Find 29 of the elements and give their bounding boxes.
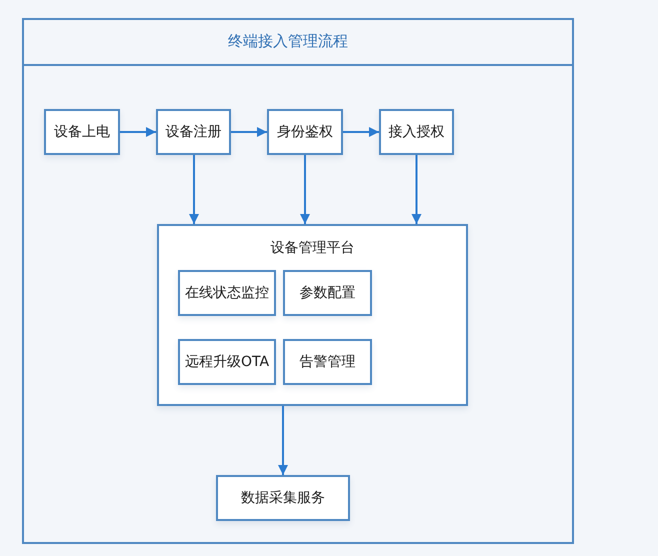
process-box [283,339,372,385]
process-box [44,109,120,155]
box-label: 设备上电 [53,123,111,141]
process-box [283,270,372,316]
arrow [120,127,156,137]
process-box [178,270,276,316]
box-label: 告警管理 [298,353,356,371]
process-box [267,109,343,155]
box-label: 接入授权 [388,123,446,141]
box-label: 远程升级OTA [184,353,270,371]
arrow [189,155,199,224]
arrow [412,155,422,224]
box-label: 数据采集服务 [240,489,326,507]
box-label: 在线状态监控 [184,284,270,302]
process-box [178,339,276,385]
box-label: 设备注册 [164,123,222,141]
arrow [343,127,379,137]
frame-panel [22,18,574,544]
box-label: 身份鉴权 [276,123,334,141]
platform-panel [157,224,468,406]
arrow [231,127,267,137]
box-label: 参数配置 [298,284,356,302]
arrow [278,406,288,475]
arrow [300,155,310,224]
process-box [379,109,454,155]
process-box [156,109,231,155]
panel-title: 设备管理平台 [270,239,356,257]
panel-title: 终端接入管理流程 [227,32,349,51]
process-box [216,475,350,521]
